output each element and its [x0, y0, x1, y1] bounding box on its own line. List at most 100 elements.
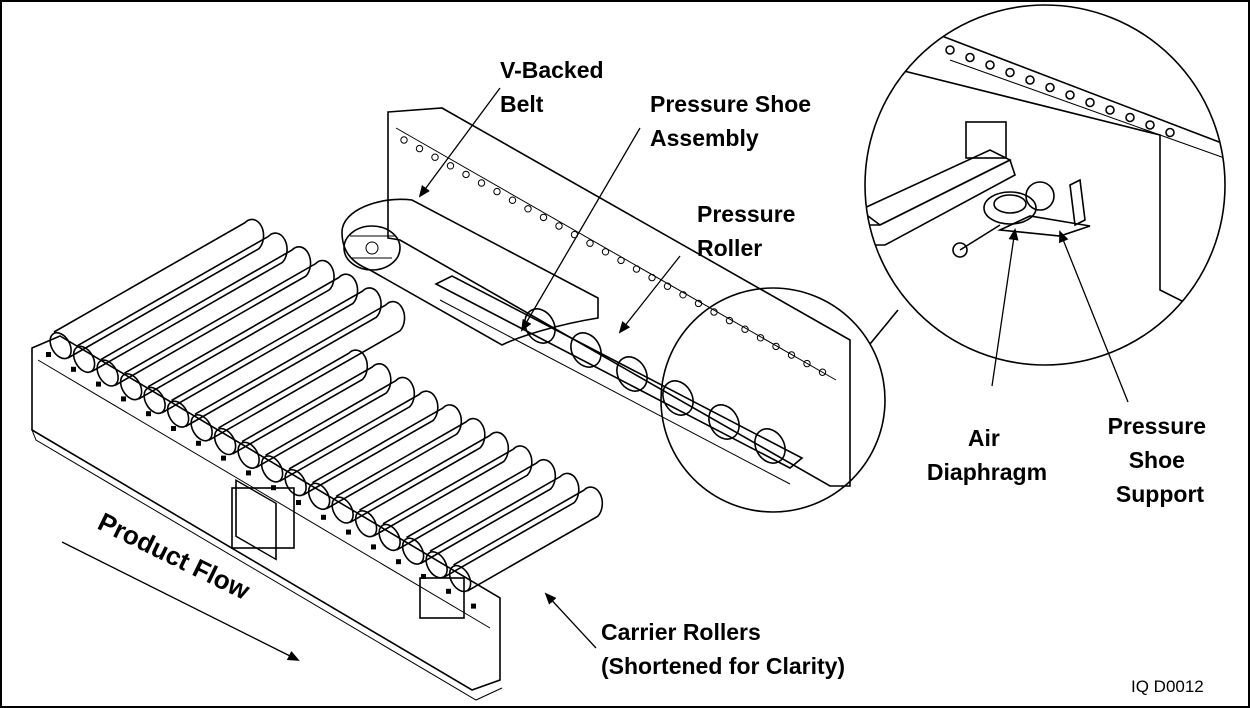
roller-end — [237, 441, 260, 469]
frame-hole — [772, 342, 780, 351]
frame-hole — [555, 222, 563, 230]
pressure-roller — [754, 428, 786, 464]
carrier-roller — [124, 259, 335, 400]
frame-hole — [415, 144, 424, 153]
frame-hole — [694, 299, 703, 308]
frame-hole — [446, 162, 455, 170]
callout-carrier-rollers: Carrier Rollers (Shortened for Clarity) — [601, 619, 845, 679]
terminal-block — [419, 577, 465, 619]
detail-hole — [1005, 67, 1015, 78]
figure-id: IQ D0012 — [1131, 677, 1204, 696]
roller-end — [378, 523, 401, 552]
carrier-roller — [312, 404, 463, 510]
frame-slot — [421, 574, 426, 579]
frame-slot — [221, 455, 226, 461]
detail-hole — [1045, 82, 1055, 93]
detail-hole — [965, 52, 975, 63]
frame-slot — [471, 603, 476, 609]
roller-end — [331, 496, 354, 524]
carrier-roller — [147, 273, 359, 414]
frame-hole — [524, 205, 532, 213]
frame-hole — [803, 359, 811, 368]
frame-hole — [741, 325, 749, 333]
roller-end — [72, 345, 96, 374]
callout-pressure-roller: Pressure Roller — [697, 201, 802, 261]
frame-hole — [431, 153, 439, 161]
detail-hole — [1105, 105, 1115, 115]
frame-hole — [462, 170, 470, 179]
front-side-frame — [31, 335, 503, 701]
pressure-roller — [524, 308, 556, 344]
carrier-roller — [218, 349, 369, 455]
carrier-roller — [429, 472, 580, 578]
frame-slot — [396, 559, 401, 565]
frame-slot — [46, 352, 51, 357]
frame-hole — [756, 334, 765, 342]
frame-hole — [586, 239, 594, 247]
carrier-roller — [241, 363, 392, 469]
roller-end — [401, 537, 425, 565]
roller-end — [166, 400, 190, 428]
frame-slot — [446, 588, 451, 594]
carrier-roller — [100, 246, 312, 387]
pressure-shoe-assembly — [434, 275, 804, 485]
detail-hole — [1125, 112, 1135, 123]
frame-hole — [477, 179, 486, 187]
frame-hole — [648, 273, 656, 282]
detail-hole — [1145, 120, 1155, 130]
roller-end — [143, 386, 166, 415]
carrier-roller — [335, 417, 486, 524]
callout-air-diaphragm: Air Diaphragm — [927, 425, 1047, 485]
roller-end — [260, 455, 284, 483]
frame-hole — [725, 316, 734, 325]
pressure-roller — [708, 404, 740, 440]
carrier-rollers — [49, 218, 604, 593]
carrier-roller — [53, 218, 265, 359]
carrier-roller — [265, 376, 416, 482]
frame-hole — [508, 196, 517, 204]
frame-slot — [71, 366, 76, 372]
roller-end — [284, 468, 307, 497]
roller-end — [354, 510, 378, 538]
frame-slot — [171, 426, 176, 431]
frame-hole — [617, 256, 625, 265]
callout-pressure-shoe-support: Pressure Shoe Support — [1108, 413, 1213, 507]
frame-slot — [346, 529, 351, 535]
frame-slot — [146, 411, 151, 417]
frame-slot — [371, 544, 376, 550]
frame-slot — [196, 440, 201, 446]
callout-pressure-shoe-assembly: Pressure Shoe Assembly — [650, 91, 817, 151]
v-backed-belt — [341, 198, 599, 346]
frame-hole — [539, 213, 548, 222]
frame-hole — [663, 282, 672, 290]
detail-hole — [1165, 127, 1175, 138]
detail-hole — [945, 45, 955, 55]
frame-slot — [121, 396, 126, 402]
roller-end — [119, 373, 143, 401]
detail-hole — [1025, 75, 1035, 85]
frame-slot — [246, 470, 251, 476]
frame-hole — [787, 351, 796, 359]
frame-hole — [679, 291, 687, 299]
roller-end — [425, 551, 448, 579]
carrier-roller — [359, 431, 510, 537]
frame-hole — [400, 136, 408, 144]
roller-end — [96, 359, 119, 387]
frame-hole — [601, 248, 610, 256]
frame-hole — [818, 368, 827, 376]
carrier-roller — [453, 486, 604, 592]
roller-end — [190, 414, 213, 442]
frame-hole — [632, 265, 641, 273]
frame-slot — [296, 500, 301, 505]
frame-hole — [493, 187, 501, 196]
detail-hole — [1065, 90, 1075, 100]
frame-slot — [96, 381, 101, 387]
roller-end — [213, 427, 237, 456]
roller-end — [307, 482, 331, 511]
pressure-roller — [662, 380, 694, 416]
frame-slot — [321, 514, 326, 520]
carrier-roller — [406, 458, 557, 565]
detail-view — [660, 4, 1226, 513]
